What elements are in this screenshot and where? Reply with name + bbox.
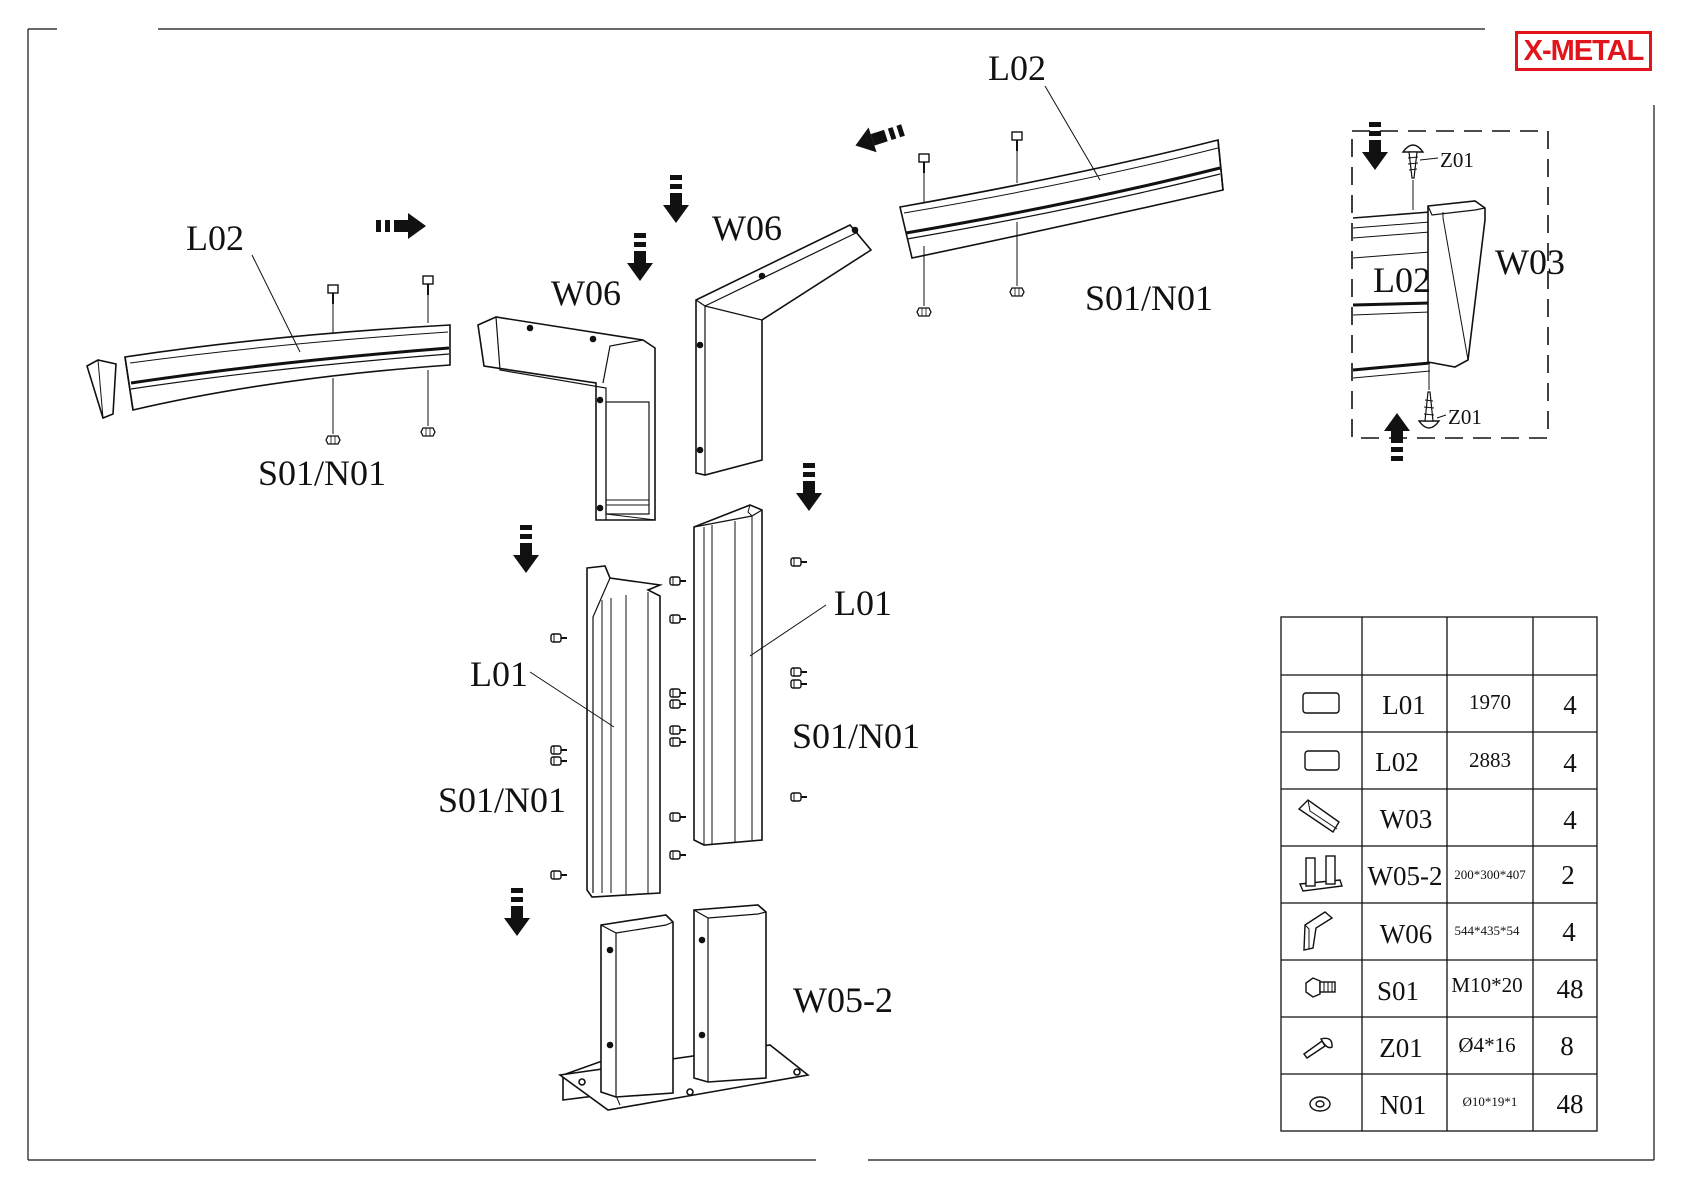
leader-l02-left	[252, 255, 300, 352]
arrow-down-icon	[513, 525, 539, 573]
label-s01n01-right-post: S01/N01	[792, 716, 920, 756]
base-bracket-w05-2	[560, 905, 808, 1110]
table-cell-code: Z01	[1379, 1033, 1423, 1063]
label-l02-left: L02	[186, 218, 244, 258]
table-cell-qty: 48	[1557, 974, 1584, 1004]
table-cell-code: W03	[1380, 804, 1432, 834]
corner-connector-icon	[1304, 912, 1332, 950]
label-detail-w03: W03	[1495, 242, 1565, 282]
label-z01-bottom: Z01	[1448, 405, 1482, 429]
arrow-up-icon	[1384, 413, 1410, 461]
label-s01n01-right-beam: S01/N01	[1085, 278, 1213, 318]
table-cell-code: W05-2	[1368, 861, 1443, 891]
table-cell-code: N01	[1380, 1090, 1427, 1120]
left-post-l01	[587, 566, 660, 897]
left-beam-l02	[125, 325, 450, 410]
arrow-down-icon	[627, 233, 653, 281]
table-cell-code: W06	[1380, 919, 1432, 949]
table-cell-spec: 544*435*54	[1455, 923, 1521, 938]
right-beam-l02	[900, 140, 1223, 258]
label-s01n01-left-post: S01/N01	[438, 780, 566, 820]
table-cell-qty: 2	[1561, 860, 1575, 890]
label-s01n01-left-beam: S01/N01	[258, 453, 386, 493]
table-cell-spec: Ø4*16	[1458, 1033, 1515, 1057]
label-z01-top: Z01	[1440, 148, 1474, 172]
table-cell-spec: 2883	[1469, 748, 1511, 772]
base-bracket-icon	[1300, 856, 1342, 891]
arrow-down-icon	[504, 888, 530, 936]
label-detail-l02: L02	[1373, 260, 1431, 300]
table-cell-qty: 4	[1563, 690, 1577, 720]
table-cell-qty: 48	[1557, 1089, 1584, 1119]
arrow-down-icon	[1362, 122, 1388, 170]
table-cell-spec: 1970	[1469, 690, 1511, 714]
table-cell-qty: 4	[1562, 917, 1576, 947]
corner-connector-w06-left	[478, 317, 655, 520]
label-w06-left: W06	[551, 273, 621, 313]
leader-l02-right	[1045, 86, 1100, 180]
table-cell-spec: 200*300*407	[1454, 867, 1526, 882]
table-cell-spec: M10*20	[1451, 973, 1522, 997]
table-cell-qty: 4	[1563, 748, 1577, 778]
arrow-right-icon	[376, 213, 426, 239]
end-cap-icon	[1299, 800, 1339, 832]
table-cell-qty: 8	[1560, 1031, 1574, 1061]
arrow-left-icon	[851, 118, 907, 158]
label-l02-right: L02	[988, 48, 1046, 88]
table-cell-code: S01	[1377, 976, 1419, 1006]
table-cell-spec: Ø10*19*1	[1463, 1094, 1518, 1109]
parts-table: L01 1970 4 L02 2883 4 W03 4 W05-2 200*30…	[1281, 617, 1597, 1131]
table-cell-code: L01	[1382, 690, 1426, 720]
left-end-cap-w03	[87, 360, 116, 418]
table-cell-qty: 4	[1563, 805, 1577, 835]
label-w05-2: W05-2	[793, 980, 893, 1020]
rect-profile-icon	[1303, 693, 1339, 713]
nut-icon	[1310, 1097, 1330, 1111]
bolt-icon	[1306, 978, 1335, 997]
table-cell-code: L02	[1375, 747, 1419, 777]
label-w06-right: W06	[712, 208, 782, 248]
corner-connector-w06-right	[696, 225, 871, 475]
screw-icon	[1304, 1038, 1332, 1058]
arrow-down-icon	[796, 463, 822, 511]
rect-profile-icon	[1305, 751, 1339, 770]
label-l01-left: L01	[470, 654, 528, 694]
label-l01-right: L01	[834, 583, 892, 623]
arrow-down-icon	[663, 175, 689, 223]
right-post-l01	[694, 505, 762, 845]
